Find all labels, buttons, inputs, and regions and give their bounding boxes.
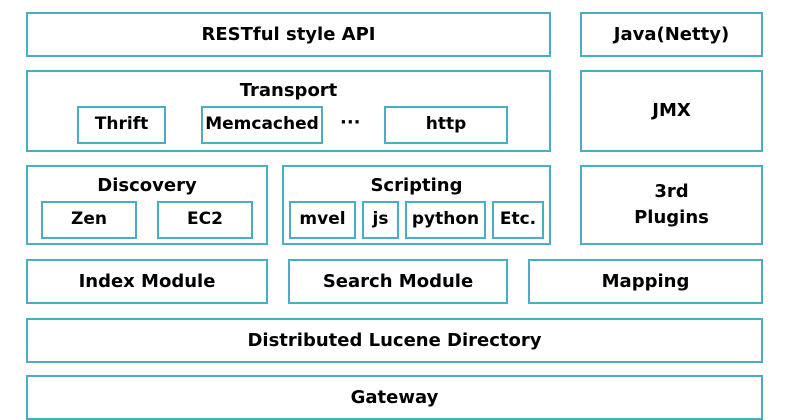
plugins-line1: 3rd bbox=[654, 180, 689, 202]
java-netty-label: Java(Netty) bbox=[613, 23, 730, 45]
index-module-label: Index Module bbox=[78, 270, 216, 292]
gateway-box: Gateway bbox=[26, 375, 763, 420]
scripting-js-box: js bbox=[362, 201, 399, 239]
scripting-etc-label: Etc. bbox=[499, 209, 537, 230]
discovery-ec2-box: EC2 bbox=[157, 201, 253, 239]
restful-api-label: RESTful style API bbox=[201, 23, 376, 45]
jmx-label: JMX bbox=[652, 100, 691, 122]
transport-thrift-label: Thrift bbox=[94, 114, 149, 135]
transport-thrift-box: Thrift bbox=[77, 106, 166, 144]
scripting-mvel-label: mvel bbox=[299, 209, 346, 230]
gateway-label: Gateway bbox=[350, 386, 439, 408]
distributed-lucene-directory-label: Distributed Lucene Directory bbox=[247, 329, 542, 351]
discovery-ec2-label: EC2 bbox=[187, 209, 223, 230]
plugins-line2: Plugins bbox=[634, 207, 709, 228]
restful-api-box: RESTful style API bbox=[26, 12, 551, 57]
mapping-label: Mapping bbox=[601, 270, 690, 292]
transport-http-box: http bbox=[384, 106, 508, 144]
transport-http-label: http bbox=[425, 114, 467, 135]
scripting-mvel-box: mvel bbox=[289, 201, 356, 239]
discovery-zen-box: Zen bbox=[41, 201, 137, 239]
transport-memcached-label: Memcached bbox=[205, 114, 319, 135]
transport-memcached-box: Memcached bbox=[201, 106, 323, 144]
discovery-title: Discovery bbox=[97, 175, 197, 196]
distributed-lucene-directory-box: Distributed Lucene Directory bbox=[26, 318, 763, 363]
jmx-box: JMX bbox=[580, 70, 763, 152]
mapping-box: Mapping bbox=[528, 259, 763, 304]
java-netty-box: Java(Netty) bbox=[580, 12, 763, 57]
third-party-plugins-box: 3rd Plugins bbox=[580, 165, 763, 245]
index-module-box: Index Module bbox=[26, 259, 268, 304]
search-module-label: Search Module bbox=[322, 270, 474, 292]
transport-ellipsis: ··· bbox=[340, 112, 361, 133]
scripting-python-box: python bbox=[405, 201, 486, 239]
discovery-zen-label: Zen bbox=[71, 209, 107, 230]
search-module-box: Search Module bbox=[288, 259, 508, 304]
scripting-python-label: python bbox=[411, 209, 480, 230]
scripting-js-label: js bbox=[372, 209, 389, 230]
scripting-title: Scripting bbox=[370, 175, 463, 196]
transport-title: Transport bbox=[239, 80, 338, 101]
scripting-etc-box: Etc. bbox=[492, 201, 544, 239]
